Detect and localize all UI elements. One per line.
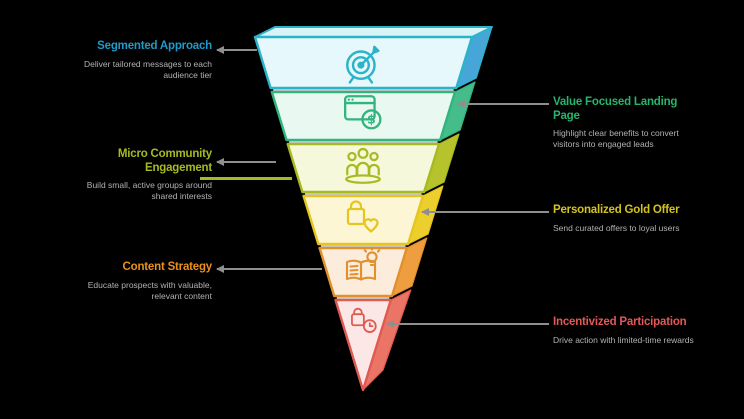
arrow-left-icon <box>216 265 224 273</box>
leader-line-content <box>216 265 322 273</box>
layer-6-front <box>334 298 392 392</box>
leader-line-incentive <box>386 320 549 328</box>
label-title-line: Personalized Gold Offer <box>553 204 680 216</box>
label-desc: Deliver tailored messages to each audien… <box>83 58 212 80</box>
label-title-line: Engagement <box>144 161 212 174</box>
label-desc: Educate prospects with valuable, relevan… <box>87 279 212 301</box>
label-title: Content Strategy <box>72 261 213 275</box>
layer-5-front <box>318 246 408 298</box>
label-title: Personalized Gold Offer <box>553 204 738 218</box>
label-title-line: Segmented Approach <box>97 40 212 52</box>
arrow-left-icon <box>216 158 224 166</box>
label-desc: Build small, active groups around shared… <box>86 180 212 202</box>
label-title: Incentivized Participation <box>553 316 738 330</box>
arrow-left-icon <box>386 320 394 328</box>
leader-line-offer <box>421 208 549 216</box>
label-segmented-approach: Segmented Approach Deliver tailored mess… <box>72 40 212 81</box>
label-title: Value Focused Landing Page <box>553 96 738 123</box>
label-title: Micro Community Engagement <box>72 148 212 175</box>
leader-line-value <box>457 100 549 108</box>
label-desc: Drive action with limited-time rewards <box>553 334 694 345</box>
leader-line-segmented <box>216 46 257 54</box>
label-title-line: Value Focused Landing <box>553 96 678 108</box>
leader-line-micro <box>216 158 276 166</box>
layer-3-front <box>286 142 441 194</box>
label-title-line: Incentivized Participation <box>553 316 687 328</box>
arrow-left-icon <box>421 208 429 216</box>
label-micro-community-engagement: Micro Community Engagement Build small, … <box>72 148 212 202</box>
label-desc: Send curated offers to loyal users <box>553 222 680 233</box>
label-value-focused-landing-page: Value Focused Landing Page Highlight cle… <box>553 96 738 150</box>
label-title: Segmented Approach <box>72 40 212 54</box>
arrow-left-icon <box>457 100 465 108</box>
label-content-strategy: Content Strategy Educate prospects with … <box>72 261 212 302</box>
label-incentivized-participation: Incentivized Participation Drive action … <box>553 316 738 346</box>
label-desc: Highlight clear benefits to convert visi… <box>553 128 679 150</box>
arrow-left-icon <box>216 46 224 54</box>
accent-line <box>200 177 292 180</box>
label-personalized-gold-offer: Personalized Gold Offer Send curated off… <box>553 204 738 234</box>
label-title-line: Micro Community <box>117 148 212 160</box>
label-title-line: Page <box>553 109 580 122</box>
funnel-top-face <box>254 26 493 38</box>
label-title-line: Content Strategy <box>122 261 213 273</box>
